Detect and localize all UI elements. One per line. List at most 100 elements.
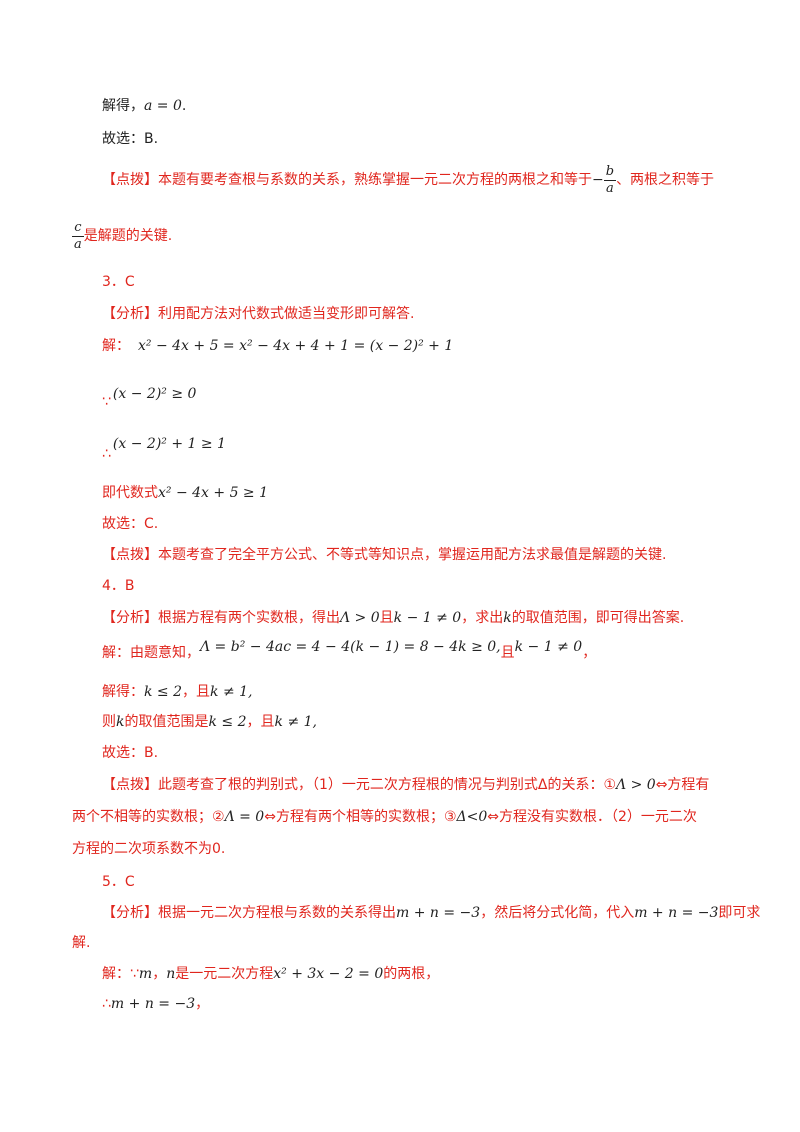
q4-range-k: k [116, 714, 125, 730]
q5-analysis-c: 即可求 [718, 905, 761, 921]
q4-tip-line2a: 两个不相等的实数根；② [72, 809, 225, 825]
q4-analysis-and: 且 [379, 610, 394, 626]
q5-analysis-line1: 【分析】根据一元二次方程根与系数的关系得出m + n = −3，然后将分式化简，… [102, 903, 760, 923]
q2-frac2-den: a [74, 236, 82, 252]
q4-result-eq2: k ≠ 1, [210, 684, 253, 700]
q2-frac2-num: c [72, 220, 84, 237]
q4-tip-line1: 【点拨】此题考查了根的判别式，（1）一元二次方程根的情况与判别式Δ的关系：①Λ … [102, 775, 709, 795]
q4-analysis-m1: Λ > 0 [340, 610, 380, 626]
q4-range-a: 则 [102, 714, 116, 730]
q2-solve-label: 解得， [102, 98, 144, 114]
q3-step2-line: ∵(x − 2)² ≥ 0 [102, 384, 197, 410]
q3-tip-text: 本题考查了完全平方公式、不等式等知识点，掌握运用配方法求最值是解题的关键. [158, 547, 667, 563]
q2-frac-neg: − [592, 172, 604, 188]
q4-tip-line2b: ⇔方程有两个相等的实数根；③ [264, 809, 457, 825]
q4-solve-line: 解：由题意知，Λ = b² − 4ac = 4 − 4(k − 1) = 8 −… [102, 639, 597, 663]
q4-range-line: 则k的取值范围是k ≤ 2，且k ≠ 1, [102, 712, 317, 732]
q5-analysis-a: 根据一元二次方程根与系数的关系得出 [158, 905, 396, 921]
q4-tip-line1b: ⇔方程有 [655, 777, 710, 793]
q5-analysis-tag: 【分析】 [102, 905, 158, 921]
q3-title: 3．C [102, 274, 135, 290]
q2-solution-line: 解得，a = 0. [102, 96, 186, 116]
q4-tip-line2c: ⇔方程没有实数根．（2）一元二次 [487, 809, 697, 825]
q3-tip-line: 【点拨】本题考查了完全平方公式、不等式等知识点，掌握运用配方法求最值是解题的关键… [102, 545, 666, 565]
q5-solve-n: n [166, 966, 176, 982]
q5-solve-b: ， [152, 966, 167, 982]
q3-step1: x² − 4x + 5 = x² − 4x + 4 + 1 = (x − 2)²… [138, 338, 454, 354]
q4-analysis-tag: 【分析】 [102, 610, 158, 626]
q3-conclusion-eq: x² − 4x + 5 ≥ 1 [158, 485, 269, 501]
q4-analysis-a: 根据方程有两个实数根，得出 [158, 610, 340, 626]
q3-conclusion-label: 即代数式 [102, 485, 158, 501]
q4-tip-tag: 【点拨】 [102, 777, 158, 793]
q4-tip-line1m: Λ > 0 [616, 777, 656, 793]
q4-tip-line2m2: Δ<0 [456, 809, 488, 825]
q4-range-eq2: k ≠ 1, [274, 714, 317, 730]
q5-title: 5．C [102, 874, 135, 890]
q4-analysis-m2: k − 1 ≠ 0 [393, 610, 462, 626]
q4-tip-line2m: Λ = 0 [224, 809, 265, 825]
q3-conclusion-line: 即代数式x² − 4x + 5 ≥ 1 [102, 483, 268, 503]
q5-analysis-line2: 解. [72, 935, 91, 951]
q3-step2: (x − 2)² ≥ 0 [112, 386, 197, 402]
q4-tip-line1a: 此题考查了根的判别式，（1）一元二次方程根的情况与判别式Δ的关系：① [158, 777, 617, 793]
q5-analysis-m2: m + n = −3 [634, 905, 719, 921]
q4-solve-eq2: k − 1 ≠ 0 [514, 639, 583, 655]
q4-result-eq1: k ≤ 2 [144, 684, 183, 700]
q4-solve-eq: Λ = b² − 4ac = 4 − 4(k − 1) = 8 − 4k ≥ 0… [200, 639, 501, 655]
q3-therefore-symbol: ∴ [102, 446, 111, 462]
q5-therefore-symbol: ∴ [102, 996, 111, 1012]
q2-frac1-num: b [603, 163, 617, 181]
q3-step1-line: 解： x² − 4x + 5 = x² − 4x + 4 + 1 = (x − 2… [102, 336, 453, 356]
q3-because-symbol: ∵ [102, 394, 111, 410]
q4-title: 4．B [102, 578, 135, 594]
q5-solve-a: 解：∵ [102, 966, 139, 982]
q5-therefore-line: ∴m + n = −3， [102, 994, 209, 1014]
q5-solve-d: 的两根， [383, 966, 440, 982]
q4-result-label: 解得： [102, 684, 144, 700]
q4-analysis-b: ，求出 [461, 610, 504, 626]
q4-result-and: ，且 [182, 684, 211, 700]
q2-tip-text: 本题有要考查根与系数的关系，熟练掌握一元二次方程的两根之和等于 [158, 172, 592, 188]
q3-analysis-text: 利用配方法对代数式做适当变形即可解答. [158, 306, 415, 322]
q3-analysis-tag: 【分析】 [102, 306, 158, 322]
q4-range-and: ，且 [246, 714, 275, 730]
q5-solve-c: 是一元二次方程 [175, 966, 274, 982]
q4-analysis-k: k [503, 610, 512, 626]
q5-analysis-m1: m + n = −3 [396, 905, 481, 921]
q4-solve-and: 且 [500, 645, 515, 661]
q2-answer: 故选：B. [102, 131, 159, 147]
q5-solve-eq: x² + 3x − 2 = 0 [273, 966, 384, 982]
q5-therefore-eq: m + n = −3 [110, 996, 196, 1012]
q4-analysis: 【分析】根据方程有两个实数根，得出Λ > 0且k − 1 ≠ 0，求出k的取值范… [102, 608, 684, 628]
q3-tip-tag: 【点拨】 [102, 547, 158, 563]
q4-solve-label: 解：由题意知， [102, 645, 200, 661]
q5-analysis-b: ，然后将分式化简，代入 [480, 905, 635, 921]
q5-therefore-end: ， [195, 996, 210, 1012]
q4-tip-line3: 方程的二次项系数不为0. [72, 841, 226, 857]
q2-tip-tag: 【点拨】 [102, 172, 158, 188]
q4-range-eq1: k ≤ 2 [208, 714, 247, 730]
q4-tip-line2: 两个不相等的实数根；②Λ = 0⇔方程有两个相等的实数根；③Δ<0⇔方程没有实数… [72, 807, 697, 827]
q5-solve-m: m [138, 966, 153, 982]
q4-solve-end: ， [582, 645, 597, 661]
q2-solve-eq: a = 0 [144, 98, 182, 114]
q2-tip-mid: 、两根之积等于 [616, 172, 715, 188]
q2-frac1-den: a [606, 180, 614, 196]
q4-result-line: 解得：k ≤ 2，且k ≠ 1, [102, 682, 253, 702]
q4-range-b: 的取值范围是 [124, 714, 209, 730]
q5-solve-line: 解：∵m，n是一元二次方程x² + 3x − 2 = 0的两根， [102, 964, 439, 984]
q3-solve-label: 解： [102, 338, 130, 354]
q2-solve-end: . [181, 98, 187, 114]
q4-answer: 故选：B. [102, 745, 159, 761]
q3-step3: (x − 2)² + 1 ≥ 1 [112, 436, 226, 452]
q2-tip-end: 是解题的关键. [83, 228, 173, 244]
q3-step3-line: ∴(x − 2)² + 1 ≥ 1 [102, 434, 226, 462]
q3-answer: 故选：C. [102, 516, 159, 532]
q3-analysis: 【分析】利用配方法对代数式做适当变形即可解答. [102, 304, 414, 324]
